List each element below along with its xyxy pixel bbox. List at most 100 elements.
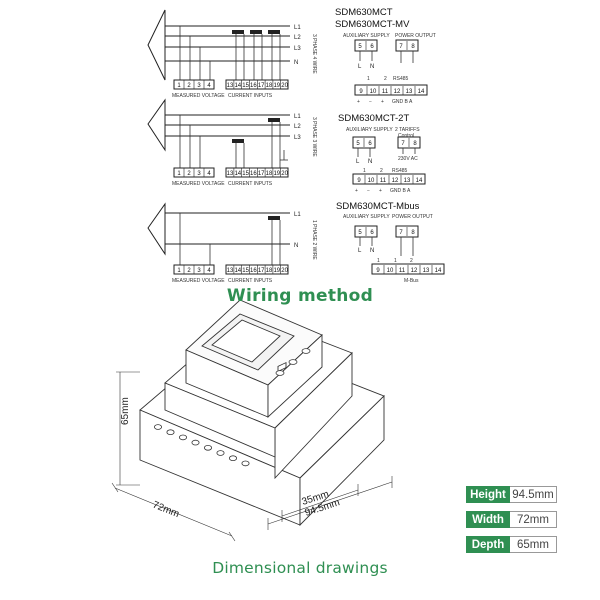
- current-inputs-label: CURRENT INPUTS: [228, 93, 273, 99]
- terminal-screws-right: [275, 348, 311, 376]
- voltage-terminal: 4: [207, 171, 211, 177]
- current-terminal: 16: [250, 171, 257, 177]
- module-block-mct: SDM630MCT SDM630MCT-MV AUXILIARY SUPPLY …: [335, 7, 436, 105]
- spec-label: Height: [466, 486, 510, 503]
- output-terminal: 8: [413, 141, 417, 147]
- control-label: Control: [398, 133, 414, 139]
- svg-text:+: +: [357, 99, 360, 105]
- current-terminal: 13: [227, 268, 234, 274]
- voltage-terminal: 3: [197, 83, 201, 89]
- gnd-b-a-label: GND B A: [390, 188, 411, 194]
- current-terminal: 14: [234, 268, 241, 274]
- output-terminal: 7: [399, 230, 403, 236]
- spec-label: Depth: [466, 536, 510, 553]
- svg-text:2: 2: [380, 168, 383, 174]
- voltage-terminal: 4: [207, 83, 211, 89]
- svg-text:1: 1: [377, 258, 380, 264]
- line-label: N: [294, 60, 298, 66]
- aux-terminal: 6: [370, 230, 374, 236]
- dimension-lines: [111, 371, 393, 542]
- voltage-terminal: 2: [187, 268, 191, 274]
- line-label: L2: [294, 35, 301, 41]
- svg-text:2: 2: [410, 258, 413, 264]
- current-terminal: 17: [258, 268, 265, 274]
- mbus-terminal: 9: [376, 268, 380, 274]
- rs485-terminal: 9: [357, 178, 361, 184]
- voltage-terminal: 1: [177, 83, 181, 89]
- aux-terminal: 6: [370, 44, 374, 50]
- current-terminal: 20: [281, 171, 288, 177]
- screw-icon: [178, 434, 187, 441]
- screw-icon: [228, 455, 237, 462]
- height-dimension-label: 65mm: [120, 397, 131, 425]
- meter-drawing: [139, 299, 385, 527]
- rs485-terminal: 10: [370, 89, 377, 95]
- line-label: L1: [294, 25, 301, 31]
- line-label: L2: [294, 124, 301, 130]
- current-terminal: 17: [258, 171, 265, 177]
- aux-terminal: 5: [356, 141, 360, 147]
- screw-icon: [216, 450, 225, 456]
- power-output-label: POWER OUTPUT: [395, 33, 436, 39]
- svg-text:2: 2: [384, 76, 387, 82]
- load-arrow: [147, 202, 166, 256]
- n-label: N: [370, 248, 374, 254]
- screw-icon: [191, 439, 200, 446]
- terminal-screws: [153, 424, 250, 467]
- key-icon: [301, 348, 311, 354]
- mbus-terminal: 14: [435, 268, 442, 274]
- line-label: L3: [294, 135, 301, 141]
- l-label: L: [358, 64, 362, 70]
- voltage-terminal: 1: [177, 268, 181, 274]
- system-label: 1 PHASE 2 WIRE: [311, 220, 317, 260]
- mbus-terminal: 11: [399, 268, 406, 274]
- current-terminal: 15: [242, 171, 249, 177]
- spec-value: 65mm: [510, 536, 557, 553]
- current-terminal: 15: [242, 268, 249, 274]
- spec-depth: Depth 65mm: [466, 536, 557, 553]
- gnd-b-a-label: GND B A: [392, 99, 413, 105]
- aux-terminal: 5: [358, 44, 362, 50]
- svg-text:−: −: [369, 99, 372, 105]
- svg-text:1: 1: [394, 258, 397, 264]
- mbus-terminal: 13: [423, 268, 430, 274]
- n-label: N: [368, 159, 372, 165]
- svg-text:1: 1: [363, 168, 366, 174]
- current-terminal: 18: [266, 83, 273, 89]
- rs485-terminal: 11: [382, 89, 389, 95]
- width-dimension-label: 72mm: [151, 500, 181, 521]
- mbus-terminal: 12: [411, 268, 418, 274]
- current-terminal: 19: [273, 83, 280, 89]
- output-terminal: 8: [411, 44, 415, 50]
- voltage-terminal: 4: [207, 268, 211, 274]
- rs485-terminal: 11: [380, 178, 387, 184]
- module-block-2t: SDM630MCT-2T AUXILIARY SUPPLY 2 TARIFFS …: [338, 113, 426, 194]
- rs485-label: RS485: [393, 76, 409, 82]
- rs485-terminal: 14: [416, 178, 423, 184]
- l-label: L: [358, 248, 362, 254]
- current-inputs-label: CURRENT INPUTS: [228, 181, 273, 187]
- mbus-label: M-Bus: [404, 278, 419, 284]
- current-terminal: 16: [250, 83, 257, 89]
- measured-voltage-label: MEASURED VOLTAGE: [172, 278, 225, 284]
- model-name: SDM630MCT: [335, 7, 393, 18]
- spec-height: Height 94.5mm: [466, 486, 557, 503]
- rs485-terminal: 14: [418, 89, 425, 95]
- rs485-terminal: 13: [406, 89, 413, 95]
- system-label: 3 PHASE 3 WIRE: [311, 117, 317, 157]
- screw-icon: [166, 429, 175, 436]
- aux-supply-label: AUXILIARY SUPPLY: [343, 33, 390, 39]
- model-name: SDM630MCT-MV: [335, 19, 410, 30]
- two-tariffs-label: 2 TARIFFS: [395, 127, 420, 133]
- aux-supply-label: AUXILIARY SUPPLY: [343, 214, 390, 220]
- svg-text:−: −: [367, 188, 370, 194]
- aux-supply-label: AUXILIARY SUPPLY: [346, 127, 393, 133]
- voltage-terminal: 3: [197, 171, 201, 177]
- voltage-terminal: 2: [187, 83, 191, 89]
- current-terminal: 20: [281, 268, 288, 274]
- aux-terminal: 5: [358, 230, 362, 236]
- rs485-terminal: 10: [368, 178, 375, 184]
